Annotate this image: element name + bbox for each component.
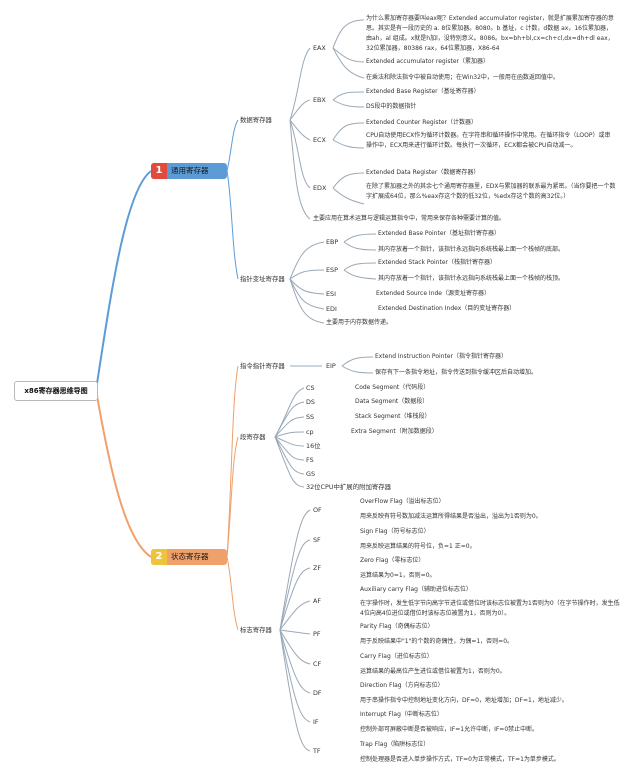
sf-title: Sign Flag（符号标志位） (360, 528, 430, 535)
edx-note-name: Extended Data Register（数据寄存器） (366, 169, 480, 176)
df-title: Direction Flag（方向标志位） (360, 682, 444, 689)
of-desc: 用来反映有符号数加减法运算所得结果是否溢出，溢出为1否则为0。 (360, 513, 542, 520)
pointer-registers-summary: 主要用于内存数据传递。 (326, 319, 393, 326)
node-af[interactable]: AF (313, 597, 322, 605)
af-desc: 在字操作时，发生低字节向高字节进位或借位时该标志位被置为1否则为0（在字节操作时… (360, 600, 620, 617)
node-cf[interactable]: CF (313, 660, 322, 668)
node-32bit-extra[interactable]: 32位CPU中扩展的附加寄存器 (306, 483, 392, 491)
af-title: Auxiliary carry Flag（辅助进位标志位） (360, 586, 472, 593)
node-ss[interactable]: SS (306, 413, 315, 421)
pf-title: Parity Flag（奇偶标志位） (360, 623, 434, 630)
node-ds[interactable]: DS (306, 398, 315, 406)
node-flags-register[interactable]: 标志寄存器 (240, 626, 272, 634)
edi-note: Extended Destination Index（目的变址寄存器） (378, 305, 516, 312)
branch-general-registers[interactable]: 1 通用寄存器 (151, 163, 227, 179)
pf-desc: 用于反映结果中"1"的个数的奇偶性，为偶=1，否则=0。 (360, 638, 514, 645)
ebx-note-name: Extended Base Register（基址寄存器） (366, 88, 480, 95)
ebp-note-usage: 其内存放着一个指针，该指针永远指向系统栈最上面一个栈帧的底部。 (378, 246, 565, 253)
node-ebp[interactable]: EBP (326, 238, 339, 246)
tf-desc: 控制处理器是否进入单步操作方式，TF=0为正常模式，TF=1为单步模式。 (360, 756, 560, 763)
node-edx[interactable]: EDX (313, 184, 327, 192)
node-esp[interactable]: ESP (326, 266, 338, 274)
eax-note-history: 为什么累加寄存器要叫eax呢？Extended accumulator regi… (366, 15, 614, 52)
node-esi[interactable]: ESI (326, 290, 336, 298)
ss-note: Stack Segment（堆栈段） (355, 413, 431, 420)
edx-note-usage: 在除了累加器之外的其余七个通用寄存器里，EDX与累加器的联系最为紧密。（当你要把… (366, 183, 616, 200)
node-edi[interactable]: EDI (326, 305, 337, 313)
node-cp[interactable]: cp (306, 428, 314, 436)
sf-desc: 用来反映运算结果的符号位，负=1 正=0。 (360, 543, 476, 550)
eip-note-usage: 保存有下一条指令地址，指令传送到指令缓冲区后自动增加。 (375, 369, 538, 376)
ecx-note-usage: CPU自动使用ECX作为循环计数器。在字符串和循环操作中常用。在循环指令（LOO… (366, 132, 611, 149)
eax-note-usage: 在乘法和除法指令中被自动使用；在Win32中，一般用在函数返回值中。 (366, 74, 559, 81)
node-segment-registers[interactable]: 段寄存器 (240, 433, 266, 441)
node-of[interactable]: OF (313, 506, 322, 514)
tf-title: Trap Flag（陷阱标志位） (360, 741, 430, 748)
eax-note-name: Extended accumulator register（累加器） (366, 58, 490, 65)
node-data-registers[interactable]: 数据寄存器 (240, 116, 272, 124)
node-fs[interactable]: FS (306, 456, 314, 464)
node-pf[interactable]: PF (313, 630, 321, 638)
node-zf[interactable]: ZF (313, 564, 322, 572)
zf-desc: 运算结果为0=1，否则=0。 (360, 572, 436, 579)
branch-number-badge: 1 (151, 163, 167, 179)
ebx-note-usage: DS段中的数据指针 (366, 103, 417, 110)
esi-note: Extended Source Inde（源变址寄存器） (376, 290, 490, 297)
ecx-note-name: Extended Counter Register（计数器） (366, 119, 477, 126)
node-eax[interactable]: EAX (313, 44, 326, 52)
data-registers-summary: 主要应用在算术运算与逻辑运算指令中，常用来保存各种需要计算的值。 (313, 215, 506, 222)
node-sf[interactable]: SF (313, 536, 321, 544)
if-title: Interrupt Flag（中断标志位） (360, 711, 443, 718)
node-gs[interactable]: GS (306, 470, 316, 478)
eip-note-name: Extend Instruction Pointer（指令指针寄存器） (375, 353, 507, 360)
ds-note: Data Segment（数据段） (355, 398, 429, 405)
node-df[interactable]: DF (313, 689, 322, 697)
cs-note: Code Segment（代码段） (355, 384, 430, 391)
node-pointer-index-registers[interactable]: 指针变址寄存器 (240, 275, 285, 283)
of-title: OverFlow Flag（溢出标志位） (360, 498, 445, 505)
node-ecx[interactable]: ECX (313, 136, 326, 144)
df-desc: 用于串操作指令中控制地址变化方向，DF=0，地址增加；DF=1，地址减少。 (360, 697, 568, 704)
esp-note-usage: 其内存放着一个指针，该指针永远指向系统栈最上面一个栈帧的栈顶。 (378, 275, 565, 282)
link-root-branch1 (95, 170, 152, 391)
branch-label: 通用寄存器 (171, 166, 209, 175)
zf-title: Zero Flag（零标志位） (360, 557, 425, 564)
cp-note: Extra Segment（附加数据段） (351, 428, 438, 435)
if-desc: 控制外部可屏蔽中断是否被响应，IF=1允许中断，IF=0禁止中断。 (360, 726, 539, 733)
node-16bit[interactable]: 16位 (306, 442, 321, 450)
node-ebx[interactable]: EBX (313, 96, 326, 104)
branch-label: 状态寄存器 (171, 552, 209, 561)
node-eip[interactable]: EIP (326, 362, 336, 370)
root-node[interactable]: x86寄存器思维导图 (14, 381, 98, 401)
node-if[interactable]: IF (313, 718, 319, 726)
link-root-branch2 (95, 389, 152, 558)
node-instruction-pointer-register[interactable]: 指令指针寄存器 (240, 362, 285, 370)
node-cs[interactable]: CS (306, 384, 315, 392)
branch-number-badge: 2 (151, 549, 167, 565)
node-tf[interactable]: TF (313, 747, 321, 755)
cf-desc: 运算结果的最高位产生进位或借位被置为1，否则为0。 (360, 668, 506, 675)
branch-status-registers[interactable]: 2 状态寄存器 (151, 549, 227, 565)
esp-note-name: Extended Stack Pointer（栈指针寄存器） (378, 259, 496, 266)
ebp-note-name: Extended Base Pointer（基址指针寄存器） (378, 230, 500, 237)
cf-title: Carry Flag（进位标志位） (360, 653, 433, 660)
